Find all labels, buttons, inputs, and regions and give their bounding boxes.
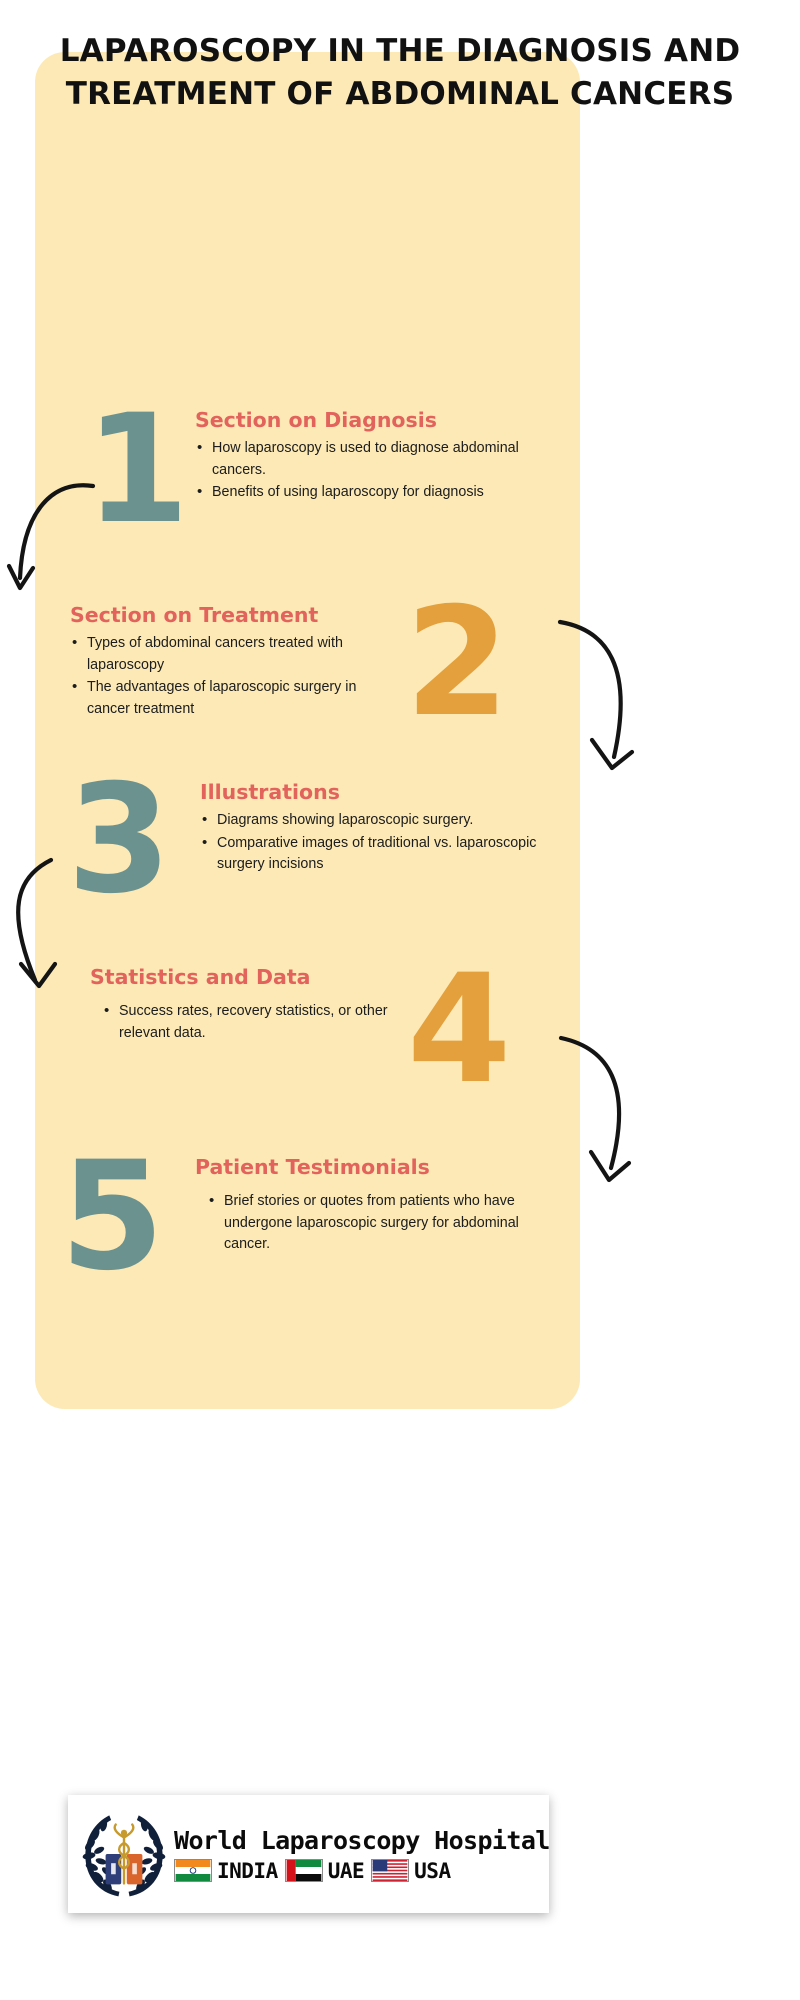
step-number-5: 5 — [60, 1130, 164, 1304]
list-item: Comparative images of traditional vs. la… — [200, 832, 545, 876]
country-uae: UAE — [284, 1858, 365, 1883]
country-usa: USA — [371, 1858, 451, 1883]
step-4-text: Statistics and Data Success rates, recov… — [90, 965, 410, 1045]
step-1-heading: Section on Diagnosis — [195, 408, 437, 432]
country-label: USA — [414, 1858, 451, 1883]
country-label: INDIA — [217, 1858, 278, 1883]
laurel-wreath-icon — [82, 1815, 166, 1897]
list-item: Success rates, recovery statistics, or o… — [102, 1000, 410, 1044]
list-item: How laparoscopy is used to diagnose abdo… — [195, 437, 535, 481]
step-3-bullets: Diagrams showing laparoscopic surgery. C… — [200, 809, 545, 876]
arrow-curve-1 — [6, 483, 96, 591]
step-5-text: Patient Testimonials Brief stories or qu… — [195, 1155, 540, 1257]
footer-logo-bar: World Laparoscopy Hospital INDIA — [68, 1795, 550, 1913]
list-item: Types of abdominal cancers treated with … — [70, 632, 400, 676]
infographic-card — [35, 52, 580, 1409]
step-1-bullets: How laparoscopy is used to diagnose abdo… — [195, 437, 535, 504]
country-india: INDIA — [174, 1859, 278, 1883]
step-2-heading: Section on Treatment — [70, 603, 319, 627]
organization-name: World Laparoscopy Hospital — [174, 1825, 550, 1855]
step-4-bullets: Success rates, recovery statistics, or o… — [90, 1000, 410, 1044]
arrow-curve-2 — [557, 619, 635, 771]
list-item: Brief stories or quotes from patients wh… — [207, 1190, 540, 1256]
list-item: The advantages of laparoscopic surgery i… — [70, 676, 400, 720]
step-number-2: 2 — [405, 576, 509, 750]
step-4-heading: Statistics and Data — [90, 965, 311, 989]
step-number-1: 1 — [85, 383, 189, 557]
arrow-curve-4 — [558, 1035, 632, 1183]
step-2-text: Section on Treatment Types of abdominal … — [70, 603, 400, 722]
step-number-3: 3 — [67, 753, 171, 927]
list-item: Benefits of using laparoscopy for diagno… — [195, 481, 535, 504]
step-number-4: 4 — [407, 943, 511, 1117]
uae-flag-icon — [284, 1859, 323, 1882]
step-1: 1 Section on Diagnosis How laparoscopy i… — [35, 395, 580, 560]
step-3-heading: Illustrations — [200, 780, 340, 804]
step-2-bullets: Types of abdominal cancers treated with … — [70, 632, 400, 721]
arrow-curve-3 — [16, 857, 58, 989]
usa-flag-icon — [371, 1859, 410, 1882]
list-item: Diagrams showing laparoscopic surgery. — [200, 809, 545, 832]
country-flags-row: INDIA UAE — [174, 1859, 550, 1883]
step-3: 3 Illustrations Diagrams showing laparos… — [35, 765, 580, 930]
step-4: 4 Statistics and Data Success rates, rec… — [35, 955, 580, 1120]
step-3-text: Illustrations Diagrams showing laparosco… — [200, 780, 545, 877]
step-2: 2 Section on Treatment Types of abdomina… — [35, 588, 580, 753]
step-5-heading: Patient Testimonials — [195, 1155, 430, 1179]
footer-text-group: World Laparoscopy Hospital INDIA — [170, 1826, 550, 1883]
step-5: 5 Patient Testimonials Brief stories or … — [35, 1142, 580, 1322]
step-5-bullets: Brief stories or quotes from patients wh… — [195, 1190, 540, 1256]
step-1-text: Section on Diagnosis How laparoscopy is … — [195, 408, 535, 505]
page-title: LAPAROSCOPY IN THE DIAGNOSIS AND TREATME… — [59, 33, 741, 112]
country-label: UAE — [327, 1858, 365, 1883]
india-flag-icon — [174, 1859, 212, 1882]
